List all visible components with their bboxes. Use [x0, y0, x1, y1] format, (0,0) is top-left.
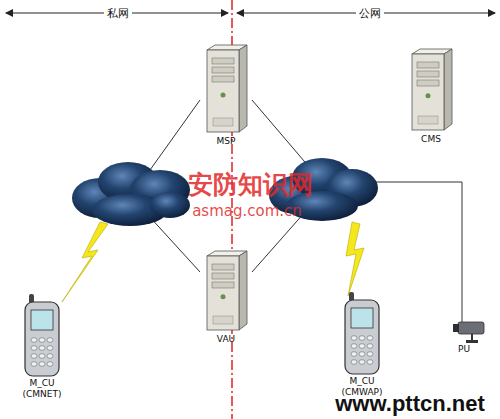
power-button [221, 93, 226, 98]
power-button [426, 93, 431, 98]
drive-bay [212, 273, 234, 279]
camera-icon [453, 322, 484, 343]
node-label: CMS [400, 134, 462, 145]
camera-graphic [432, 318, 496, 344]
server-node: MSP [195, 44, 257, 147]
server-icon [207, 251, 247, 330]
server-vent [418, 116, 438, 124]
camera-node: PU [432, 318, 496, 355]
phone-key [367, 336, 373, 341]
phone-key [359, 360, 365, 365]
drive-bay [417, 80, 439, 86]
wire [150, 100, 200, 170]
zone-label: 公网 [356, 6, 384, 21]
drive-bay [417, 71, 439, 77]
phone-body [25, 302, 59, 376]
server-node: CMS [400, 48, 462, 145]
wire [252, 100, 310, 168]
phone-key [351, 336, 357, 341]
node-label: M_CU (CMNET) [20, 378, 64, 400]
phone-icon [25, 294, 59, 376]
phone-key [351, 344, 357, 349]
phone-node: M_CU (CMWAP) [322, 290, 402, 398]
phone-key [31, 346, 37, 351]
wire [252, 212, 305, 272]
server-front [207, 50, 239, 132]
camera-body [458, 322, 484, 334]
server-vent [213, 316, 233, 324]
phone-node: M_CU (CMNET) [2, 292, 82, 400]
phone-key [47, 362, 53, 367]
node-label: VAU [195, 334, 257, 345]
phone-key [47, 346, 53, 351]
server-node: VAU [195, 250, 257, 345]
server-icon [207, 45, 247, 132]
drive-bay [212, 264, 234, 270]
zone-label: 私网 [104, 6, 132, 21]
wire [148, 215, 200, 272]
watermark: www.pttcn.net [332, 391, 488, 417]
phone-key [39, 346, 45, 351]
phone-key [31, 338, 37, 343]
server-side [239, 251, 247, 330]
server-graphic [195, 44, 257, 136]
network-cloud [72, 162, 190, 226]
phone-screen [351, 308, 373, 328]
phone-screen [31, 310, 53, 330]
server-front [412, 54, 444, 130]
phone-key [359, 352, 365, 357]
watermark: 安防知识网 [185, 168, 316, 201]
camera-base [466, 340, 478, 343]
phone-graphic [322, 290, 402, 376]
phone-icon [345, 292, 379, 374]
phone-key [351, 360, 357, 365]
phone-key [39, 354, 45, 359]
phone-key [367, 360, 373, 365]
watermark: asmag.com.cn [189, 202, 305, 220]
drive-bay [212, 282, 234, 288]
server-graphic [195, 250, 257, 334]
server-side [444, 49, 452, 130]
phone-key [31, 354, 37, 359]
phone-key [359, 344, 365, 349]
server-front [207, 256, 239, 330]
drive-bay [417, 62, 439, 68]
power-button [221, 294, 226, 299]
drive-bay [212, 67, 234, 73]
phone-key [367, 344, 373, 349]
node-label: MSP [195, 136, 257, 147]
server-side [239, 45, 247, 132]
server-graphic [400, 48, 462, 134]
phone-graphic [2, 292, 82, 378]
phone-key [31, 362, 37, 367]
phone-body [345, 300, 379, 374]
phone-key [39, 338, 45, 343]
drive-bay [212, 76, 234, 82]
phone-key [367, 352, 373, 357]
wireless-bolt [346, 222, 364, 296]
phone-key [47, 354, 53, 359]
node-label: PU [432, 344, 496, 355]
wireless-bolt [62, 222, 108, 302]
phone-key [359, 336, 365, 341]
camera-lens [453, 324, 459, 332]
phone-key [47, 338, 53, 343]
phone-key [351, 352, 357, 357]
wires [148, 100, 462, 326]
server-icon [412, 49, 452, 130]
drive-bay [212, 58, 234, 64]
phone-key [39, 362, 45, 367]
server-vent [213, 118, 233, 126]
